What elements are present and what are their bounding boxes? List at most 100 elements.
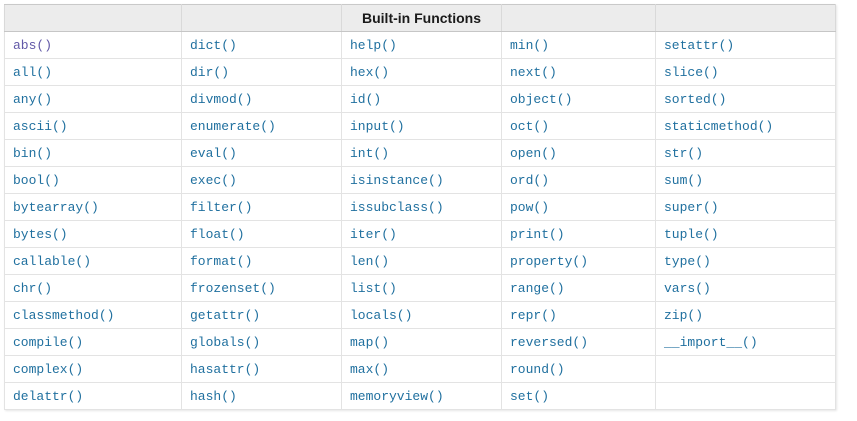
function-cell: divmod() — [181, 85, 342, 113]
function-cell: any() — [4, 85, 182, 113]
function-link[interactable]: min() — [510, 37, 550, 53]
function-cell: id() — [341, 85, 502, 113]
function-link[interactable]: round() — [510, 361, 565, 377]
function-link[interactable]: property() — [510, 253, 589, 269]
function-link[interactable]: complex() — [13, 361, 84, 377]
function-link[interactable]: list() — [350, 280, 397, 296]
table-row: ascii() enumerate() input() oct() staticmeth… — [4, 112, 836, 140]
function-cell: delattr() — [4, 382, 182, 410]
function-link[interactable]: next() — [510, 64, 557, 80]
function-link[interactable]: oct() — [510, 118, 550, 134]
function-link[interactable]: vars() — [664, 280, 711, 296]
table-row: bool() exec() isinstance() ord() sum() — [4, 166, 836, 194]
function-link[interactable]: filter() — [190, 199, 253, 215]
function-cell: frozenset() — [181, 274, 342, 302]
function-link[interactable]: divmod() — [190, 91, 253, 107]
function-cell: bytes() — [4, 220, 182, 248]
function-link[interactable]: map() — [350, 334, 390, 350]
function-link[interactable]: frozenset() — [190, 280, 276, 296]
function-link[interactable]: getattr() — [190, 307, 261, 323]
function-link[interactable]: str() — [664, 145, 704, 161]
function-link[interactable]: bytes() — [13, 226, 68, 242]
function-cell: str() — [655, 139, 836, 167]
function-cell: print() — [501, 220, 656, 248]
function-link[interactable]: issubclass() — [350, 199, 444, 215]
function-link[interactable]: float() — [190, 226, 245, 242]
table-row: callable() format() len() property() type() — [4, 247, 836, 275]
function-link[interactable]: reversed() — [510, 334, 589, 350]
function-link[interactable]: hasattr() — [190, 361, 261, 377]
function-link[interactable]: memoryview() — [350, 388, 444, 404]
function-cell: reversed() — [501, 328, 656, 356]
function-link[interactable]: hex() — [350, 64, 390, 80]
function-link[interactable]: range() — [510, 280, 565, 296]
function-cell: bytearray() — [4, 193, 182, 221]
function-link[interactable]: bytearray() — [13, 199, 99, 215]
function-link[interactable]: setattr() — [664, 37, 735, 53]
table-row: bytes() float() iter() print() tuple() — [4, 220, 836, 248]
function-link[interactable]: dir() — [190, 64, 230, 80]
function-cell: callable() — [4, 247, 182, 275]
function-link[interactable]: bool() — [13, 172, 60, 188]
function-link[interactable]: enumerate() — [190, 118, 276, 134]
function-link[interactable]: bin() — [13, 145, 53, 161]
function-link[interactable]: input() — [350, 118, 405, 134]
function-link[interactable]: iter() — [350, 226, 397, 242]
header-cell-empty-5 — [655, 4, 836, 32]
function-cell: classmethod() — [4, 301, 182, 329]
function-link[interactable]: chr() — [13, 280, 53, 296]
table-row: delattr() hash() memoryview() set() — [4, 382, 836, 410]
function-link[interactable]: eval() — [190, 145, 237, 161]
function-link[interactable]: int() — [350, 145, 390, 161]
function-link[interactable]: ord() — [510, 172, 550, 188]
function-link[interactable]: object() — [510, 91, 573, 107]
function-link[interactable]: any() — [13, 91, 53, 107]
function-cell: compile() — [4, 328, 182, 356]
function-link[interactable]: repr() — [510, 307, 557, 323]
function-link[interactable]: format() — [190, 253, 253, 269]
function-cell: ascii() — [4, 112, 182, 140]
function-link[interactable]: abs() — [13, 37, 53, 53]
function-link[interactable]: sum() — [664, 172, 704, 188]
function-link[interactable]: max() — [350, 361, 390, 377]
function-link[interactable]: zip() — [664, 307, 704, 323]
function-link[interactable]: open() — [510, 145, 557, 161]
function-link[interactable]: dict() — [190, 37, 237, 53]
function-link[interactable]: all() — [13, 64, 53, 80]
function-link[interactable]: delattr() — [13, 388, 84, 404]
function-link[interactable]: locals() — [350, 307, 413, 323]
function-link[interactable]: super() — [664, 199, 719, 215]
function-link[interactable]: tuple() — [664, 226, 719, 242]
function-cell: locals() — [341, 301, 502, 329]
function-link[interactable]: len() — [350, 253, 390, 269]
function-cell: eval() — [181, 139, 342, 167]
function-rows: abs() dict() help() min() setattr() all() dir(… — [4, 31, 836, 410]
function-link[interactable]: isinstance() — [350, 172, 444, 188]
function-cell: memoryview() — [341, 382, 502, 410]
function-cell: isinstance() — [341, 166, 502, 194]
function-link[interactable]: globals() — [190, 334, 261, 350]
function-cell: abs() — [4, 31, 182, 59]
function-link[interactable]: callable() — [13, 253, 92, 269]
function-link[interactable]: ascii() — [13, 118, 68, 134]
function-link[interactable]: help() — [350, 37, 397, 53]
function-link[interactable]: id() — [350, 91, 382, 107]
function-cell: map() — [341, 328, 502, 356]
function-link[interactable]: pow() — [510, 199, 550, 215]
function-link[interactable]: set() — [510, 388, 550, 404]
function-link[interactable]: print() — [510, 226, 565, 242]
function-cell: ord() — [501, 166, 656, 194]
function-cell: pow() — [501, 193, 656, 221]
function-cell: hasattr() — [181, 355, 342, 383]
function-link[interactable]: slice() — [664, 64, 719, 80]
function-link[interactable]: hash() — [190, 388, 237, 404]
function-link[interactable]: sorted() — [664, 91, 727, 107]
function-link[interactable]: __import__() — [664, 334, 758, 350]
function-cell: list() — [341, 274, 502, 302]
function-cell: float() — [181, 220, 342, 248]
function-link[interactable]: compile() — [13, 334, 84, 350]
function-link[interactable]: staticmethod() — [664, 118, 774, 134]
function-link[interactable]: classmethod() — [13, 307, 115, 323]
function-link[interactable]: exec() — [190, 172, 237, 188]
function-link[interactable]: type() — [664, 253, 711, 269]
